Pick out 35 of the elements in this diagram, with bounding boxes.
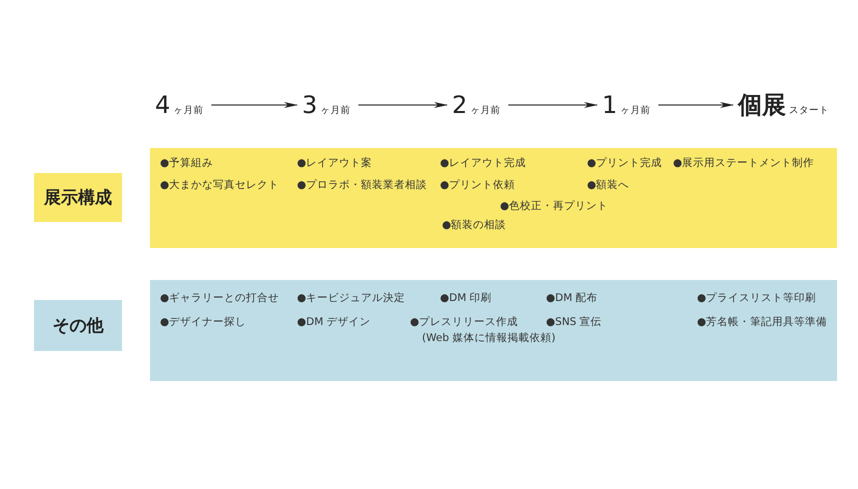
- timeline-step: 3 ヶ月前: [302, 92, 350, 118]
- timeline-step: 個展 スタート: [738, 92, 829, 118]
- task-text: ●大まかな写真セレクト: [160, 178, 280, 192]
- task-text: ●プライスリスト等印刷: [697, 291, 816, 305]
- timeline-band: [150, 280, 837, 381]
- task-text: ●デザイナー探し: [160, 315, 246, 329]
- task-text: ●SNS 宣伝: [546, 315, 602, 329]
- task-text: ●DM デザイン: [297, 315, 371, 329]
- timeline-step: 4 ヶ月前: [155, 92, 204, 118]
- task-text: ●キービジュアル決定: [297, 291, 406, 305]
- arrow: [210, 102, 298, 108]
- category-label: 展示構成: [34, 173, 122, 222]
- task-text: ●色校正・再プリント: [500, 199, 608, 213]
- timeline-step: 1 ヶ月前: [602, 92, 650, 118]
- task-text: ●レイアウト完成: [440, 156, 526, 170]
- task-text: ●予算組み: [160, 156, 214, 170]
- task-text: ●DM 配布: [546, 291, 598, 305]
- arrow: [508, 102, 598, 108]
- task-text: ●レイアウト案: [297, 156, 372, 170]
- task-text: ●プロラボ・額装業者相談: [297, 178, 428, 192]
- task-text: ●額装の相談: [442, 218, 506, 232]
- task-text: ●額装へ: [587, 178, 630, 192]
- category-label: その他: [34, 300, 122, 351]
- task-text: ●芳名帳・筆記用具等準備: [697, 315, 828, 329]
- timeline-step: 2 ヶ月前: [452, 92, 500, 118]
- task-text: (Web 媒体に情報掲載依頼): [422, 331, 556, 345]
- task-text: ●プレスリリース作成: [410, 315, 518, 329]
- arrow: [358, 102, 448, 108]
- task-text: ●展示用ステートメント制作: [673, 156, 814, 170]
- task-text: ●DM 印刷: [440, 291, 492, 305]
- task-text: ●プリント完成: [587, 156, 662, 170]
- task-text: ●プリント依頼: [440, 178, 516, 192]
- arrow: [658, 102, 734, 108]
- task-text: ●ギャラリーとの打合せ: [160, 291, 280, 305]
- timeline-band: [150, 148, 837, 248]
